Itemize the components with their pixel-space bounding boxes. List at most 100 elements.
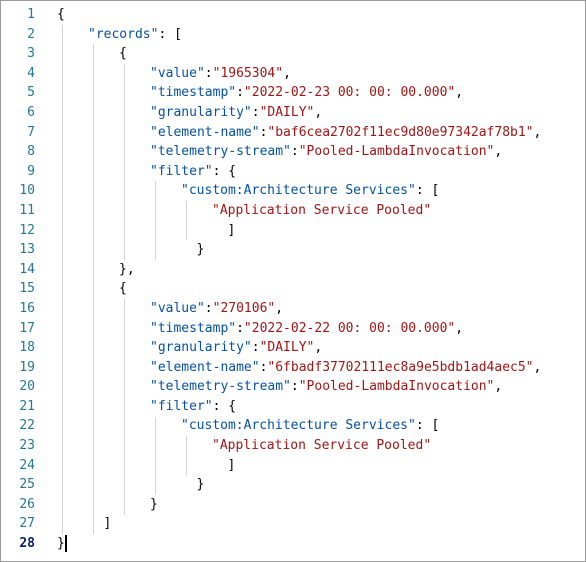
json-punctuation: : xyxy=(204,65,213,81)
code-line[interactable]: } xyxy=(57,534,585,554)
line-number: 11 xyxy=(19,202,35,218)
json-key: "value" xyxy=(150,65,205,81)
code-line[interactable]: { xyxy=(57,44,585,64)
json-string: "270106" xyxy=(212,300,276,316)
json-key: "records" xyxy=(88,26,159,42)
line-number: 1 xyxy=(27,7,35,22)
code-area[interactable]: {"records": [{"value":"1965304","timesta… xyxy=(57,5,585,554)
json-punctuation: { xyxy=(57,7,65,22)
json-key: "granularity" xyxy=(150,340,252,356)
json-key: "custom:Architecture Services" xyxy=(181,183,416,199)
line-number: 2 xyxy=(27,26,35,42)
line-number: 10 xyxy=(19,183,35,199)
line-number: 6 xyxy=(27,104,35,120)
line-number: 20 xyxy=(19,379,35,395)
indent-guide xyxy=(61,24,63,535)
code-line[interactable]: "element-name":"6fbadf37702111ec8a9e5bdb… xyxy=(57,358,585,378)
code-line[interactable]: ] xyxy=(57,514,585,534)
code-line[interactable]: "filter": { xyxy=(57,162,585,182)
json-punctuation: : xyxy=(290,379,299,395)
json-punctuation: , xyxy=(275,300,284,316)
json-punctuation: , xyxy=(314,104,323,120)
indent-guide xyxy=(154,416,156,495)
code-line[interactable]: ] xyxy=(57,221,585,241)
indent-guide xyxy=(154,181,156,260)
code-line[interactable]: "records": [ xyxy=(57,25,585,45)
json-string: "DAILY" xyxy=(259,340,315,356)
line-number: 13 xyxy=(19,242,35,258)
code-line[interactable]: { xyxy=(57,5,585,25)
json-punctuation: , xyxy=(455,85,464,101)
indent-guide xyxy=(123,299,125,515)
line-number: 7 xyxy=(27,124,35,140)
line-number: 18 xyxy=(19,340,35,356)
code-line[interactable]: "Application Service Pooled" xyxy=(57,201,585,221)
indent-guide xyxy=(92,44,94,535)
line-number: 8 xyxy=(27,144,35,160)
json-string: "2022-02-23 00: 00: 00.000" xyxy=(243,85,456,101)
json-key: "telemetry-stream" xyxy=(150,144,291,160)
code-line[interactable]: "granularity":"DAILY", xyxy=(57,103,585,123)
code-line[interactable]: "filter": { xyxy=(57,397,585,417)
code-line[interactable]: ] xyxy=(57,456,585,476)
json-punctuation: : [ xyxy=(415,418,440,434)
line-number: 24 xyxy=(19,457,35,473)
json-key: "timestamp" xyxy=(150,320,237,336)
json-key: "element-name" xyxy=(150,359,260,375)
code-line[interactable]: } xyxy=(57,495,585,515)
line-number: 16 xyxy=(19,300,35,316)
json-punctuation: : xyxy=(204,300,213,316)
json-punctuation: : xyxy=(251,104,260,120)
code-line[interactable]: "value":"270106", xyxy=(57,299,585,319)
json-punctuation: { xyxy=(119,46,127,62)
json-punctuation: } xyxy=(150,496,158,512)
json-punctuation: }, xyxy=(119,261,135,277)
code-line[interactable]: }, xyxy=(57,260,585,280)
json-punctuation: : xyxy=(259,359,268,375)
json-punctuation: : { xyxy=(212,398,237,414)
json-punctuation: : [ xyxy=(415,183,440,199)
json-punctuation: , xyxy=(455,320,464,336)
code-line[interactable]: "granularity":"DAILY", xyxy=(57,338,585,358)
code-line[interactable]: "Application Service Pooled" xyxy=(57,436,585,456)
code-line[interactable]: "timestamp":"2022-02-23 00: 00: 00.000", xyxy=(57,83,585,103)
json-key: "telemetry-stream" xyxy=(150,379,291,395)
line-number: 27 xyxy=(19,516,35,532)
indent-guide xyxy=(185,436,187,476)
json-punctuation: : { xyxy=(212,163,237,179)
code-line[interactable]: } xyxy=(57,475,585,495)
json-punctuation: } xyxy=(57,536,65,552)
text-cursor xyxy=(64,535,67,553)
line-number: 4 xyxy=(27,65,35,81)
json-string: "Application Service Pooled" xyxy=(212,202,432,218)
json-punctuation: : xyxy=(236,85,244,101)
json-punctuation: , xyxy=(314,340,323,356)
json-punctuation: , xyxy=(533,359,542,375)
code-line[interactable]: { xyxy=(57,279,585,299)
line-number: 26 xyxy=(19,496,35,512)
line-number: 5 xyxy=(27,85,35,101)
json-key: "filter" xyxy=(150,163,213,179)
line-number: 3 xyxy=(27,46,35,62)
json-punctuation: : xyxy=(236,320,244,336)
line-number: 25 xyxy=(19,477,35,493)
json-punctuation: : xyxy=(259,124,268,140)
json-key: "value" xyxy=(150,300,205,316)
line-number: 15 xyxy=(19,281,35,297)
code-line[interactable]: "telemetry-stream":"Pooled-LambdaInvocat… xyxy=(57,377,585,397)
code-line[interactable]: "element-name":"baf6cea2702f11ec9d80e973… xyxy=(57,123,585,143)
json-punctuation: , xyxy=(494,379,503,395)
code-line[interactable]: "custom:Architecture Services": [ xyxy=(57,416,585,436)
json-key: "granularity" xyxy=(150,104,252,120)
code-line[interactable]: "timestamp":"2022-02-22 00: 00: 00.000", xyxy=(57,319,585,339)
json-punctuation: , xyxy=(283,65,291,81)
json-punctuation: , xyxy=(494,144,503,160)
code-line[interactable]: "custom:Architecture Services": [ xyxy=(57,181,585,201)
line-number: 12 xyxy=(19,222,35,238)
code-line[interactable]: "value":"1965304", xyxy=(57,64,585,84)
code-line[interactable]: } xyxy=(57,240,585,260)
line-number: 28 xyxy=(19,536,35,552)
code-line[interactable]: "telemetry-stream":"Pooled-LambdaInvocat… xyxy=(57,142,585,162)
